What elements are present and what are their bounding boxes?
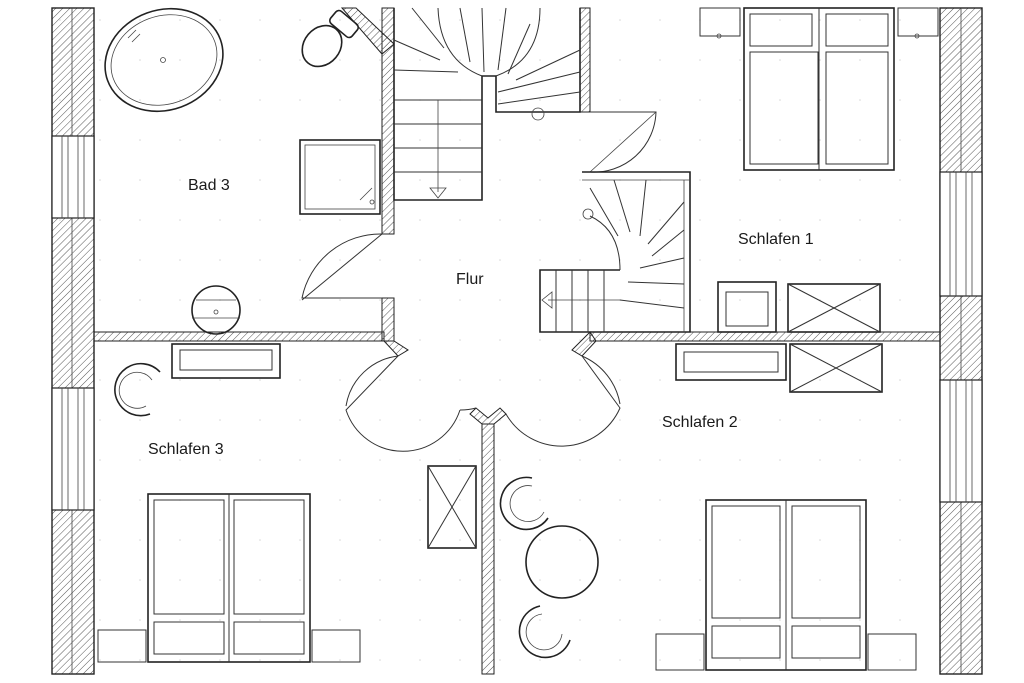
room-label-bad3: Bad 3 [188, 177, 230, 194]
room-label-schlafen2: Schlafen 2 [662, 414, 738, 431]
windows [51, 135, 983, 511]
radiator-schlafen3 [171, 343, 281, 379]
staircase-lower [539, 171, 691, 333]
wardrobe-schlafen2 [789, 343, 883, 393]
room-label-flur: Flur [456, 271, 484, 288]
chair-schlafen3 [114, 362, 161, 417]
room-label-schlafen3: Schlafen 3 [148, 441, 224, 458]
bed-schlafen1 [699, 7, 939, 171]
table-chairs-schlafen2 [499, 476, 599, 659]
interior-walls [93, 7, 941, 675]
bathtub-icon [104, 7, 224, 113]
outer-walls [51, 7, 983, 675]
bed-schlafen3 [97, 493, 361, 663]
staircase-upper [393, 7, 581, 201]
bed-schlafen2 [655, 499, 917, 671]
toilet-icon [301, 9, 360, 68]
cabinets-schlafen1 [717, 281, 881, 333]
radiator-schlafen2 [675, 343, 787, 381]
room-label-schlafen1: Schlafen 1 [738, 231, 814, 248]
sink-icon [191, 285, 241, 335]
wardrobe-schlafen3 [427, 465, 477, 549]
shower-icon [299, 139, 381, 215]
